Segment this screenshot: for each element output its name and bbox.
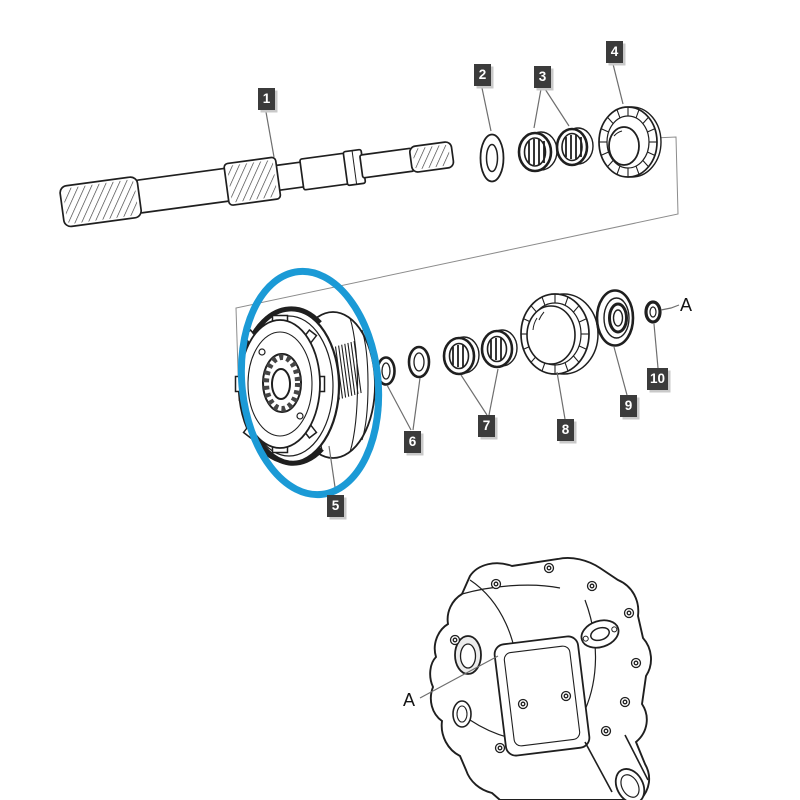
callout-3: 3	[534, 66, 551, 88]
callout-1: 1	[258, 88, 275, 110]
ref-letter-a-lower: A	[403, 690, 416, 710]
clutch-assembly-drawing	[234, 306, 376, 466]
callout-9: 9	[620, 395, 637, 417]
gearbox-housing-drawing	[429, 557, 652, 800]
ball-bearing-drawing	[595, 289, 635, 347]
callout-leader-lines	[265, 63, 680, 699]
splined-shaft-drawing	[59, 141, 455, 228]
ref-letter-a-upper: A	[680, 295, 693, 315]
roller-bearing-pair-drawing	[442, 329, 518, 376]
snap-ring-pair-drawing	[376, 345, 431, 386]
drive-gear-drawing	[520, 293, 599, 375]
callout-8: 8	[557, 419, 574, 441]
callout-4: 4	[606, 41, 623, 63]
needle-bearing-pair-drawing	[517, 127, 594, 173]
pinion-gear-drawing	[598, 106, 662, 178]
seal-ring-drawing	[644, 300, 662, 324]
axis-construction-lines	[235, 136, 679, 402]
thrust-washer-drawing	[479, 133, 505, 183]
callout-6: 6	[404, 431, 421, 453]
callout-2: 2	[474, 64, 491, 86]
callout-7: 7	[478, 415, 495, 437]
callout-10: 10	[647, 368, 669, 390]
callout-5: 5	[327, 495, 344, 517]
part5-highlight-ellipse	[237, 267, 383, 499]
